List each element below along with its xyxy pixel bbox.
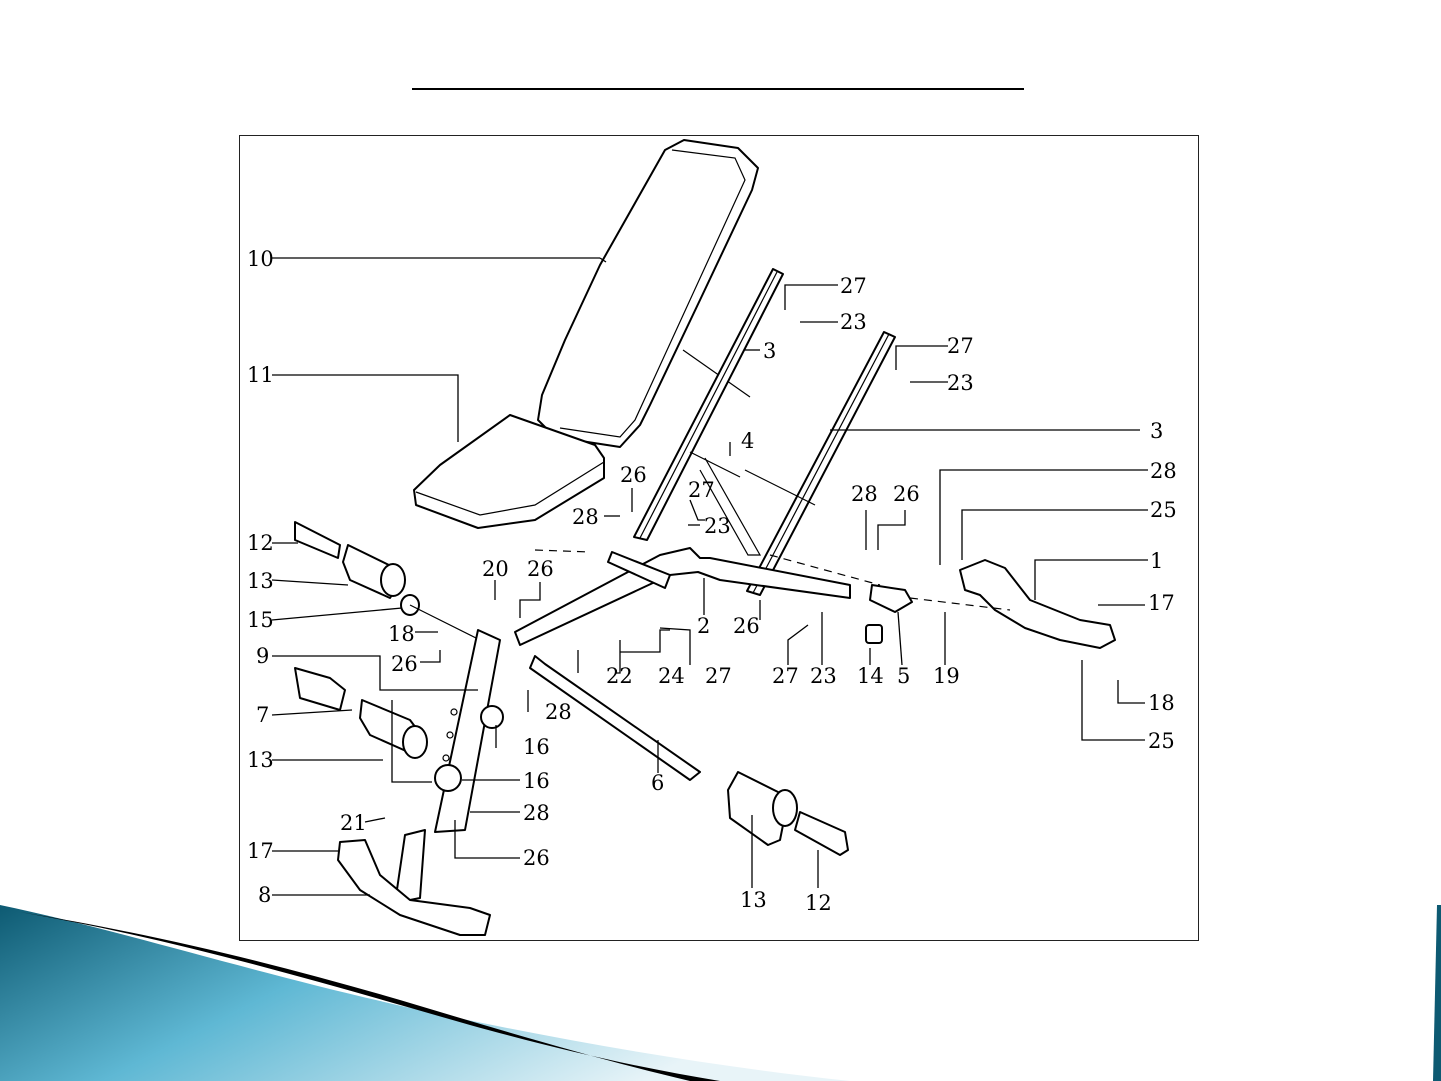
label-part-15: 15	[247, 608, 274, 632]
part-knob-lower	[435, 765, 461, 791]
label-part-18: 18	[1148, 691, 1175, 715]
label-part-5: 5	[897, 664, 910, 688]
part-upright-right	[747, 332, 895, 595]
label-part-28: 28	[1150, 459, 1177, 483]
label-part-27: 27	[772, 664, 799, 688]
label-part-14: 14	[857, 664, 884, 688]
label-part-13: 13	[740, 888, 767, 912]
dash-line-seat	[535, 550, 590, 552]
label-part-10: 10	[247, 247, 274, 271]
label-part-25: 25	[1148, 729, 1175, 753]
label-part-23: 23	[704, 514, 731, 538]
label-part-20: 20	[482, 557, 509, 581]
label-part-8: 8	[258, 883, 271, 907]
label-part-7: 7	[256, 703, 269, 727]
label-part-16: 16	[523, 769, 550, 793]
label-part-9: 9	[256, 644, 269, 668]
label-part-26: 26	[733, 614, 760, 638]
label-part-2: 2	[697, 614, 710, 638]
part-front-post	[435, 630, 500, 832]
part-roller-right	[728, 772, 848, 855]
label-part-28: 28	[572, 505, 599, 529]
label-part-6: 6	[651, 771, 664, 795]
label-part-13: 13	[247, 569, 274, 593]
part-pivot-bracket	[866, 585, 912, 643]
label-part-27: 27	[705, 664, 732, 688]
label-part-1: 1	[1150, 549, 1163, 573]
label-part-19: 19	[933, 664, 960, 688]
label-part-27: 27	[947, 334, 974, 358]
label-part-11: 11	[247, 363, 274, 387]
label-part-28: 28	[523, 801, 550, 825]
part-rear-foot	[960, 560, 1115, 648]
label-part-26: 26	[527, 557, 554, 581]
label-part-24: 24	[658, 664, 685, 688]
label-part-12: 12	[247, 531, 274, 555]
part-roller-lower-left	[295, 668, 427, 758]
label-part-27: 27	[840, 274, 867, 298]
label-part-27: 27	[688, 478, 715, 502]
label-part-13: 13	[247, 748, 274, 772]
label-part-12: 12	[805, 891, 832, 915]
label-part-17: 17	[1148, 591, 1175, 615]
part-front-foot	[338, 830, 490, 935]
part-backrest	[538, 140, 758, 447]
label-part-26: 26	[620, 463, 647, 487]
label-part-21: 21	[340, 811, 367, 835]
label-part-3: 3	[1150, 419, 1163, 443]
part-knob-upper	[481, 706, 503, 728]
label-part-16: 16	[523, 735, 550, 759]
label-part-23: 23	[810, 664, 837, 688]
label-part-26: 26	[893, 482, 920, 506]
part-roller-upper-left	[295, 522, 405, 598]
label-part-18: 18	[388, 622, 415, 646]
label-part-26: 26	[523, 846, 550, 870]
label-part-28: 28	[851, 482, 878, 506]
label-part-28: 28	[545, 700, 572, 724]
label-part-4: 4	[741, 429, 754, 453]
label-part-3: 3	[763, 339, 776, 363]
label-part-26: 26	[391, 652, 418, 676]
label-part-23: 23	[840, 310, 867, 334]
label-part-25: 25	[1150, 498, 1177, 522]
label-part-23: 23	[947, 371, 974, 395]
label-part-17: 17	[247, 839, 274, 863]
label-part-22: 22	[606, 664, 633, 688]
